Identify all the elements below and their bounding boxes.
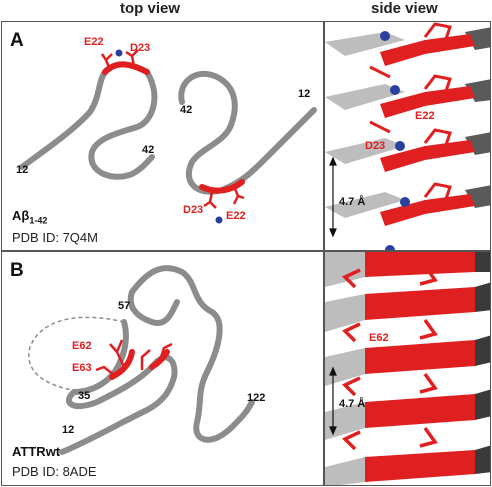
label-e22-left: E22	[84, 36, 104, 48]
side-distance-a: 4.7 Å	[339, 196, 366, 208]
label-12-right: 12	[298, 88, 311, 100]
label-e63: E63	[72, 362, 92, 374]
label-35: 35	[78, 390, 91, 402]
protein-name-a: Aβ1-42	[12, 208, 47, 226]
panel-b-side-structure	[325, 252, 490, 485]
panel-b-side-view: E62 E63 4.7 Å	[324, 251, 491, 486]
side-label-e22: E22	[415, 110, 435, 122]
panel-b-structure	[28, 265, 255, 455]
protein-name-a-subscript: 1-42	[29, 215, 48, 226]
panel-a-side-structure	[325, 22, 490, 250]
protein-name-a-main: Aβ	[12, 208, 30, 223]
label-12-b: 12	[62, 424, 75, 436]
panel-a-top-view: A E22 D23 42 12 42 12 D23 E22 Aβ1-42 PDB…	[1, 21, 324, 251]
side-label-d23: D23	[365, 140, 386, 152]
pdb-id-b: PDB ID: 8ADE	[12, 464, 97, 479]
label-d23-right: D23	[183, 204, 204, 216]
panel-b-letter: B	[10, 260, 24, 281]
label-e22-right: E22	[226, 210, 246, 222]
side-label-e62: E62	[369, 332, 389, 344]
panel-b-top-view: B 57 E62 E63 35 12 122 ATTRwt PDB ID: 8A…	[1, 251, 324, 486]
label-42-right: 42	[180, 104, 193, 116]
pdb-id-a: PDB ID: 7Q4M	[12, 230, 98, 245]
label-12-left: 12	[16, 164, 29, 176]
label-57: 57	[118, 300, 131, 312]
side-view-header: side view	[371, 0, 438, 17]
protein-name-b: ATTRwt	[12, 444, 61, 459]
label-e62: E62	[72, 340, 92, 352]
panel-a-side-view: E22 D23 4.7 Å	[324, 21, 491, 251]
panel-a-structure	[19, 49, 317, 224]
panel-a-letter: A	[10, 30, 24, 51]
label-122: 122	[247, 392, 266, 404]
side-label-e63: E63	[429, 342, 449, 354]
label-d23-left: D23	[130, 42, 151, 54]
side-distance-b: 4.7 Å	[339, 398, 366, 410]
top-view-header: top view	[120, 0, 181, 17]
label-42-left: 42	[142, 144, 155, 156]
